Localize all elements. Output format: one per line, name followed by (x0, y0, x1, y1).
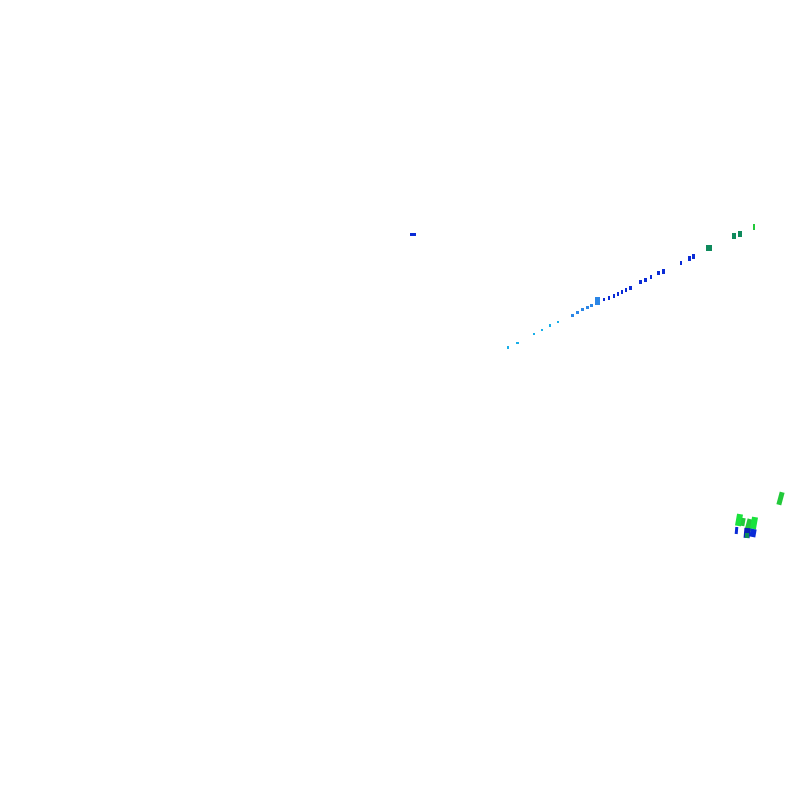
lower-right-cluster (734, 491, 785, 539)
fragment (734, 526, 739, 535)
fragment (581, 308, 584, 311)
fragment (692, 254, 695, 259)
fragment (410, 233, 416, 236)
fragment (571, 314, 574, 317)
fragment (608, 296, 610, 300)
fragment (650, 275, 652, 279)
fragment (776, 491, 785, 506)
fragment (688, 256, 691, 261)
fragment (644, 278, 647, 282)
fragment (603, 298, 605, 301)
fragment (629, 286, 632, 290)
fragment (738, 231, 742, 237)
fragment (625, 288, 627, 292)
fragment (706, 245, 712, 251)
fragment (740, 517, 746, 527)
fragment (595, 297, 600, 305)
fragment (745, 533, 749, 538)
fragment (732, 233, 736, 239)
fragment (662, 269, 665, 274)
fragment (680, 261, 682, 265)
fragment (541, 329, 543, 331)
fragment (617, 292, 619, 296)
fragment (753, 224, 755, 230)
fragment (590, 304, 593, 307)
diagonal-streak (507, 224, 755, 349)
fragment (586, 306, 589, 309)
fragment (621, 290, 623, 294)
fragment (557, 321, 559, 323)
fragment (750, 516, 758, 530)
fragment (639, 280, 642, 284)
fragment (549, 324, 551, 327)
fragment (576, 311, 579, 314)
fragment (533, 333, 535, 335)
fragment (657, 271, 660, 275)
isolated-fragment (410, 233, 416, 236)
fragment (516, 342, 519, 344)
fragment (507, 346, 509, 349)
fragment (613, 294, 615, 298)
fragment (749, 528, 757, 538)
